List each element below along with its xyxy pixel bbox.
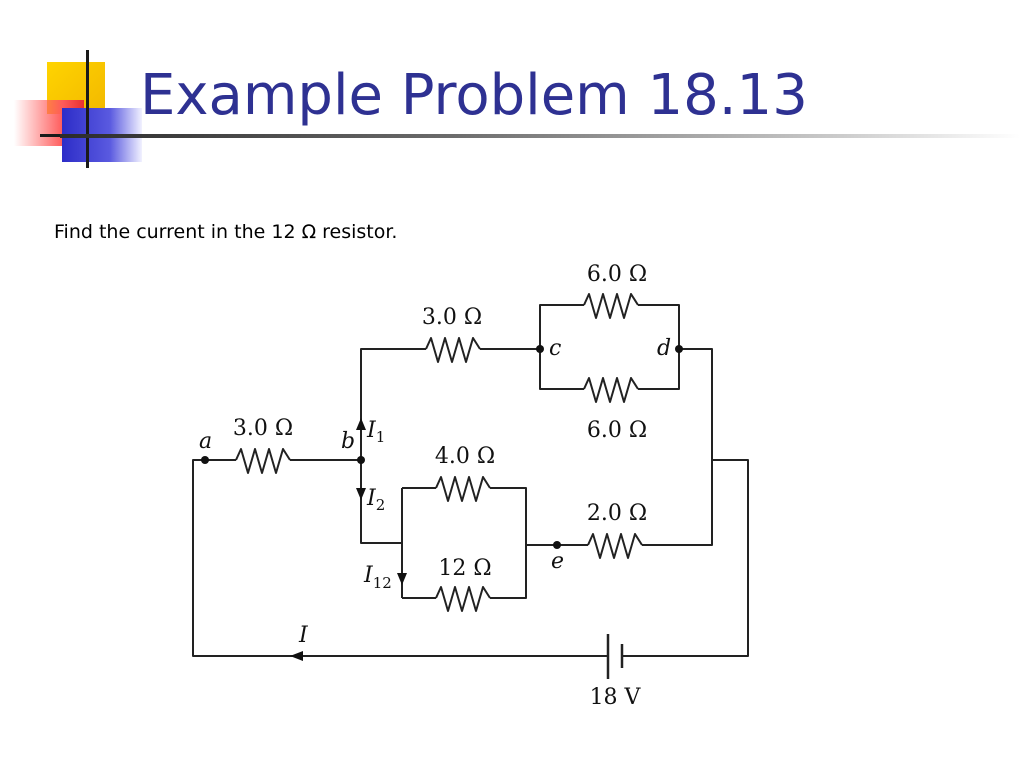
problem-prompt: Find the current in the 12 Ω resistor. bbox=[54, 221, 398, 243]
label-r-4: 4.0 Ω bbox=[435, 444, 495, 469]
resistor-2-zigzag bbox=[587, 533, 643, 559]
arrow-I2 bbox=[356, 488, 366, 500]
label-node-e: e bbox=[551, 549, 564, 574]
resistor-cd-lower-zigzag bbox=[583, 377, 639, 403]
arrow-I bbox=[290, 651, 303, 661]
label-r-ab: 3.0 Ω bbox=[233, 416, 293, 441]
title-underline bbox=[60, 134, 1020, 138]
wire-battery-right bbox=[622, 459, 749, 657]
wire-left-bottom bbox=[192, 459, 608, 657]
arrow-I12 bbox=[397, 573, 407, 585]
arrow-I1 bbox=[356, 418, 366, 430]
wire-c-parallel bbox=[539, 304, 584, 390]
wire-from-4ohm bbox=[490, 487, 527, 599]
label-current-I2: I2 bbox=[366, 486, 385, 514]
node-b-dot bbox=[357, 456, 365, 464]
label-r-cd-lower: 6.0 Ω bbox=[587, 418, 647, 443]
label-current-I1: I1 bbox=[366, 418, 385, 446]
resistor-4-zigzag bbox=[435, 476, 491, 502]
label-node-c: c bbox=[549, 336, 561, 361]
wire-b-down bbox=[360, 460, 402, 544]
label-current-I12: I12 bbox=[363, 563, 392, 592]
wire-d-right bbox=[642, 348, 713, 546]
node-c-dot bbox=[536, 345, 544, 353]
node-e-dot bbox=[553, 541, 561, 549]
resistor-ab-zigzag bbox=[235, 448, 291, 474]
label-node-d: d bbox=[657, 336, 671, 361]
deco-vertical-line bbox=[86, 50, 89, 168]
resistor-cd-upper-zigzag bbox=[583, 293, 639, 319]
label-node-a: a bbox=[199, 429, 212, 454]
label-current-I: I bbox=[298, 623, 309, 648]
wire-b-up bbox=[360, 348, 426, 460]
resistor-top-zigzag bbox=[425, 337, 481, 363]
resistor-12-zigzag bbox=[435, 586, 491, 612]
node-d-dot bbox=[675, 345, 683, 353]
label-r-12: 12 Ω bbox=[438, 556, 491, 581]
label-r-top: 3.0 Ω bbox=[422, 305, 482, 330]
label-r-cd-upper: 6.0 Ω bbox=[587, 262, 647, 287]
node-a-dot bbox=[201, 456, 209, 464]
label-node-b: b bbox=[341, 429, 355, 454]
label-battery: 18 V bbox=[590, 685, 642, 710]
label-r-2: 2.0 Ω bbox=[587, 501, 647, 526]
slide-title: Example Problem 18.13 bbox=[140, 63, 808, 128]
